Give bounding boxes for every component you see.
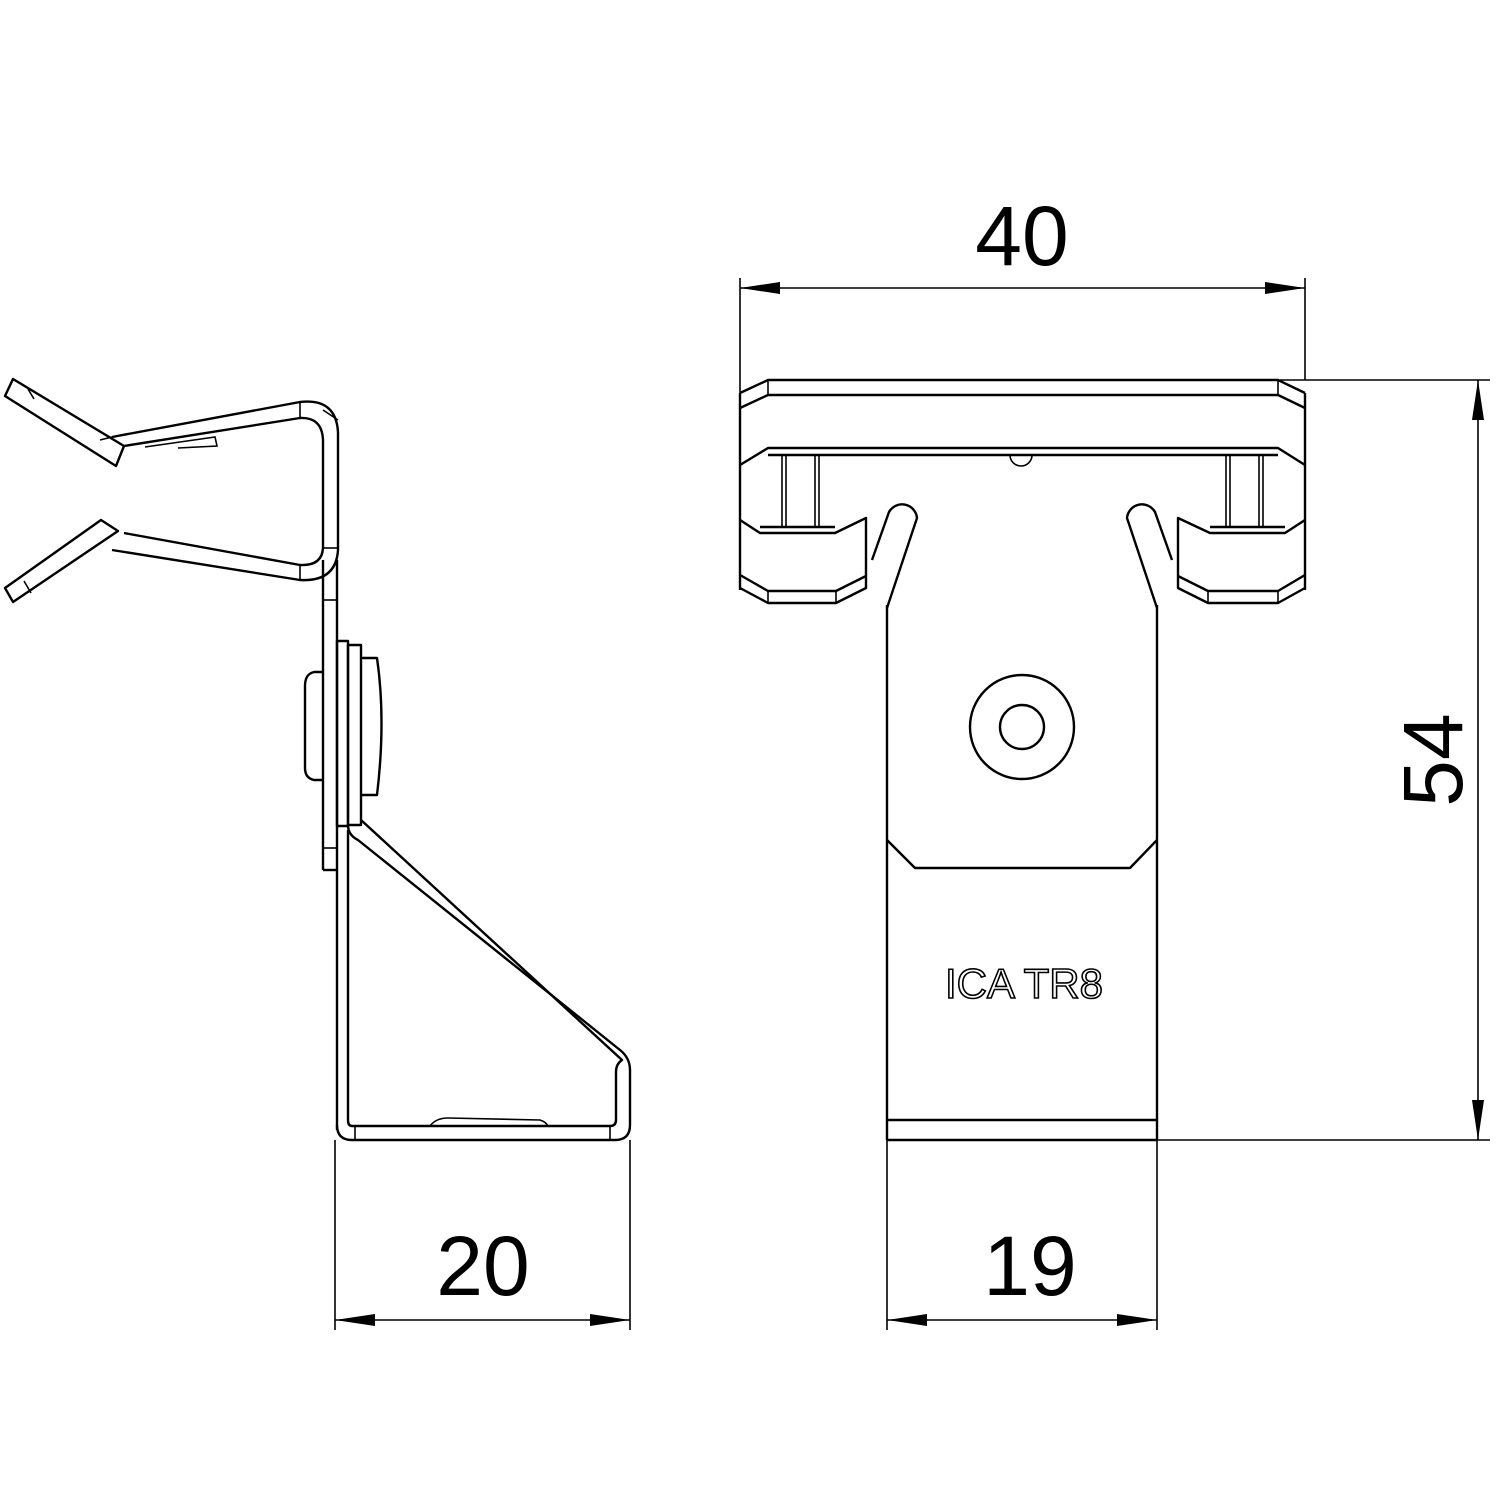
right-finger <box>1125 503 1174 609</box>
lower-tab <box>3 518 120 604</box>
clip-spring <box>111 400 340 582</box>
dimension-label-40: 40 <box>975 189 1068 283</box>
bolt-hole <box>998 703 1046 751</box>
dimension-side-width: 20 <box>334 1140 631 1330</box>
bolt-head <box>968 673 1076 781</box>
dimension-strip-width: 19 <box>886 1140 1158 1330</box>
dimension-label-20: 20 <box>436 1219 529 1313</box>
dimension-front-width: 40 <box>739 189 1306 395</box>
left-finger <box>870 503 919 609</box>
upper-tab <box>3 377 126 468</box>
dimension-front-height: 54 <box>1157 379 1490 1141</box>
dimension-label-54: 54 <box>1386 713 1480 806</box>
dimension-label-19: 19 <box>983 1219 1076 1313</box>
nut <box>361 656 383 797</box>
part-marking: ICA TR8 <box>945 960 1103 1007</box>
side-view <box>3 377 632 1142</box>
front-view: ICA TR8 <box>738 378 1307 1142</box>
